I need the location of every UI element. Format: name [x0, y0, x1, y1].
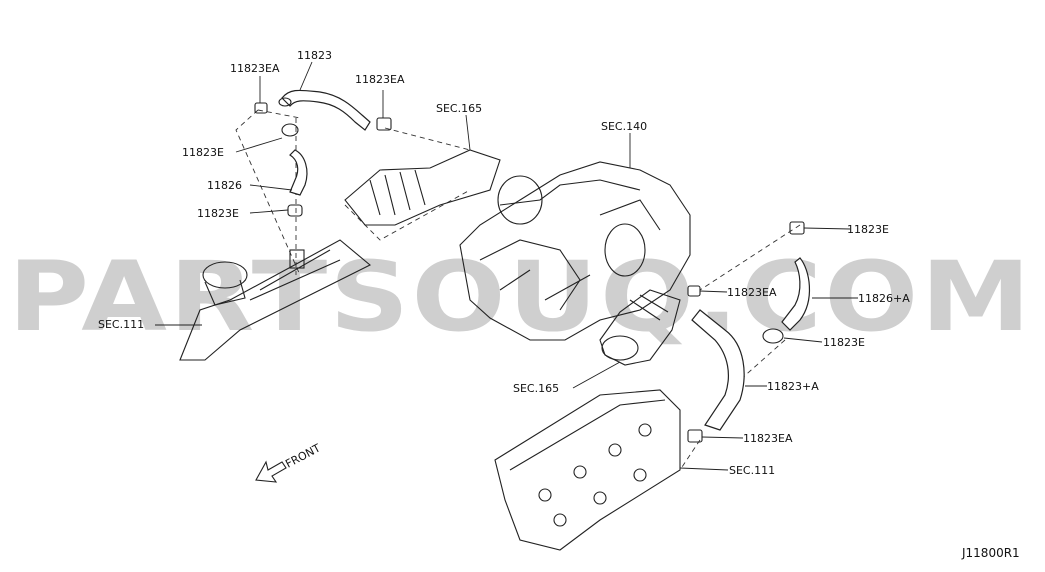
valve-cover-left	[179, 239, 371, 361]
assembly-dashed-lines	[235, 109, 801, 471]
callout-11823ea-top: 11823EA	[355, 73, 405, 86]
intake-manifold	[459, 161, 691, 341]
front-label: FRONT	[283, 441, 323, 470]
callout-11823a: 11823+A	[767, 380, 819, 393]
callout-sec111-left: SEC.111	[98, 318, 144, 331]
callout-sec165-top: SEC.165	[436, 102, 482, 115]
intake-duct-lower	[599, 289, 681, 366]
diagram-code: J11800R1	[961, 546, 1020, 560]
front-indicator: FRONT	[255, 441, 323, 483]
callout-sec140: SEC.140	[601, 120, 647, 133]
callout-11826a: 11826+A	[858, 292, 910, 305]
callout-11823e-left-2: 11823E	[197, 207, 239, 220]
intake-duct-upper	[344, 149, 501, 226]
callout-11823ea-top-left: 11823EA	[230, 62, 280, 75]
callout-labels: 11823EA 11823 11823EA SEC.165 SEC.140 11…	[98, 49, 910, 477]
callout-11823e-right: 11823E	[823, 336, 865, 349]
callout-11823ea-bottom: 11823EA	[743, 432, 793, 445]
pcv-hose-left	[254, 89, 392, 217]
valve-cover-right	[494, 389, 681, 551]
callout-sec165-bottom: SEC.165	[513, 382, 559, 395]
callout-11823e-right-top: 11823E	[847, 223, 889, 236]
callout-11826: 11826	[207, 179, 242, 192]
leader-lines	[155, 61, 858, 471]
callout-11823e-left-1: 11823E	[182, 146, 224, 159]
callout-11823: 11823	[297, 49, 332, 62]
front-arrow-icon	[255, 460, 287, 483]
callout-11823ea-right: 11823EA	[727, 286, 777, 299]
callout-sec111-right: SEC.111	[729, 464, 775, 477]
